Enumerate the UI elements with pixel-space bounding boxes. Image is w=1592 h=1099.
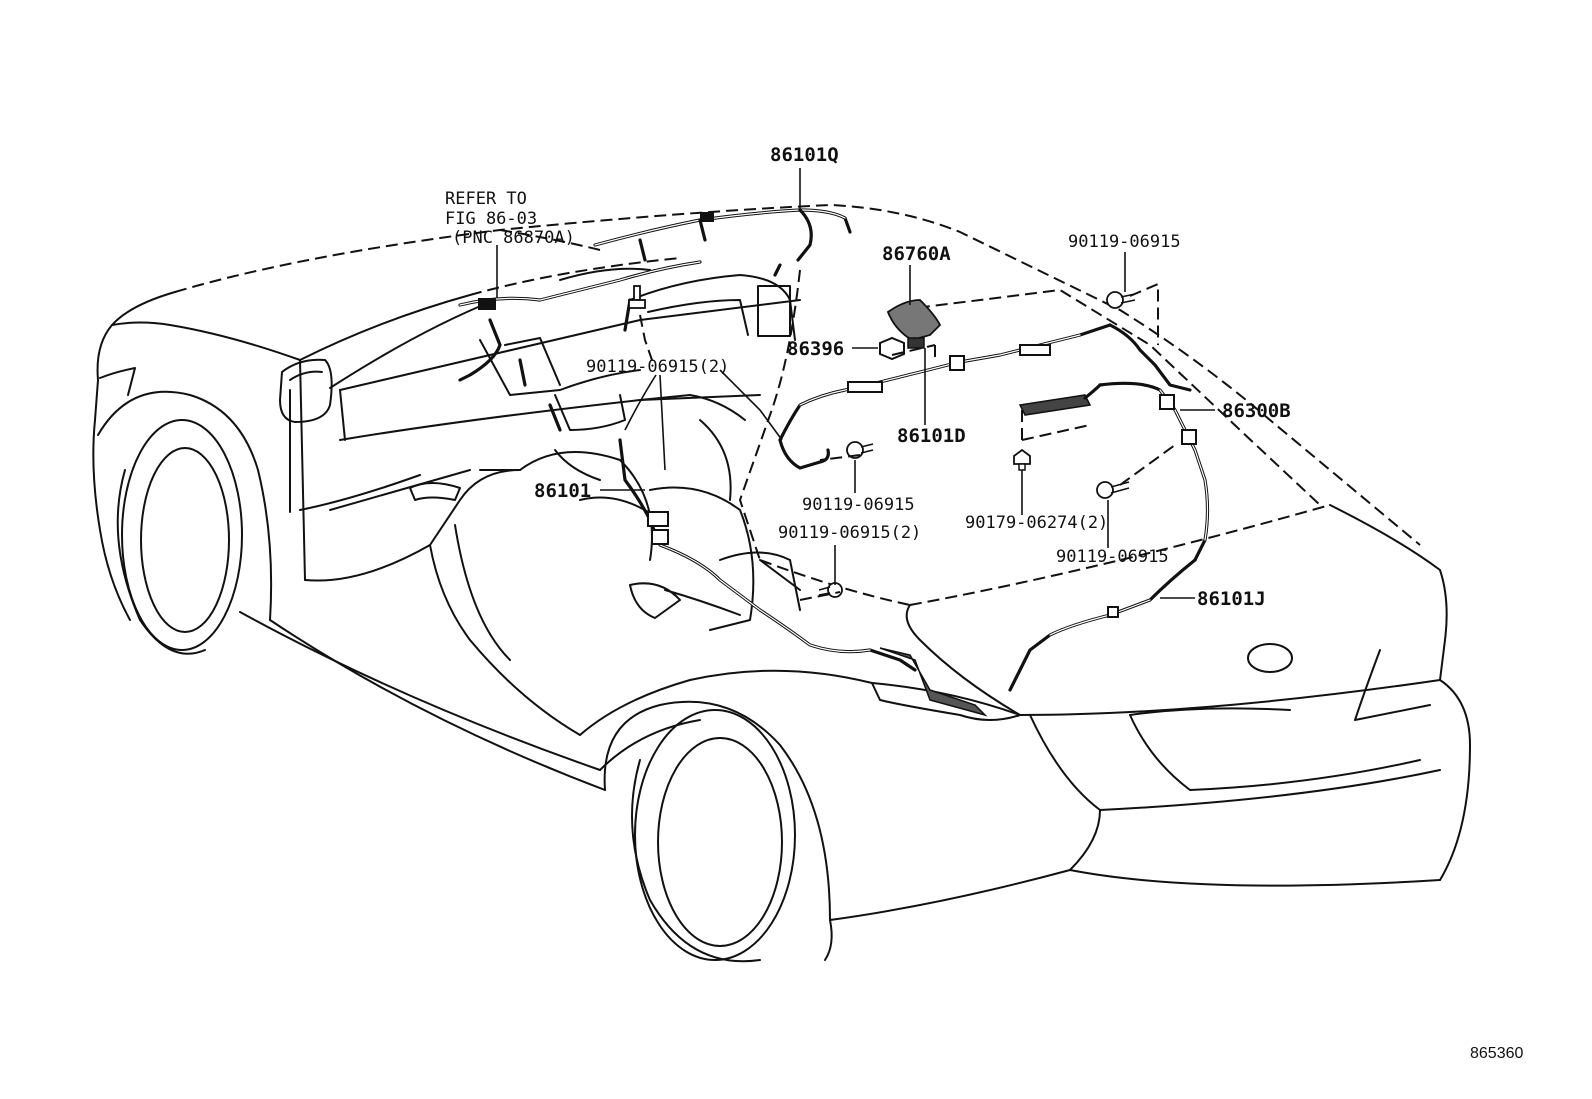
label-86101D: 86101D	[897, 425, 966, 447]
label-bolt-floor: 90119-06915(2)	[778, 523, 921, 543]
harness-86300B	[1018, 381, 1210, 562]
nut-86396	[879, 336, 905, 361]
label-bolt-dash: 90119-06915(2)	[586, 357, 729, 377]
refer-line-1: REFER TO	[445, 189, 527, 209]
harness-86101D	[778, 323, 1192, 470]
part-labels: REFER TO FIG 86-03 (PNC 86870A) 86101Q 8…	[445, 144, 1523, 1062]
assembly-lines	[639, 282, 1176, 601]
harness-86101Q	[593, 208, 852, 277]
label-86101: 86101	[534, 480, 591, 502]
bolt-icon	[846, 441, 874, 459]
label-86760A: 86760A	[882, 243, 951, 265]
interior	[299, 267, 801, 631]
car-body	[92, 203, 1471, 963]
harness-dash	[458, 260, 702, 432]
figure-number: 865360	[1470, 1045, 1523, 1062]
bolt-icons	[628, 285, 1136, 598]
label-bolt-top-right: 90119-06915	[1068, 232, 1181, 252]
label-86101Q: 86101Q	[770, 144, 839, 166]
label-bolt-trunk: 90119-06915	[1056, 547, 1169, 567]
antenna-86760A	[886, 299, 942, 349]
leader-lines	[496, 168, 1215, 599]
bolt-icon	[628, 285, 646, 309]
harness-86101J	[1008, 558, 1197, 692]
bolt-icon	[1106, 291, 1136, 309]
refer-line-3: (PNC 86870A)	[452, 228, 575, 248]
clip-icon	[1013, 448, 1031, 471]
harness-86101	[618, 438, 988, 717]
label-86396: 86396	[787, 338, 844, 360]
refer-line-2: FIG 86-03	[445, 209, 537, 229]
label-clip-90179: 90179-06274(2)	[965, 513, 1108, 533]
label-86300B: 86300B	[1222, 400, 1291, 422]
bolt-icon	[1096, 481, 1130, 499]
label-86101J: 86101J	[1197, 588, 1266, 610]
label-bolt-center: 90119-06915	[802, 495, 915, 515]
